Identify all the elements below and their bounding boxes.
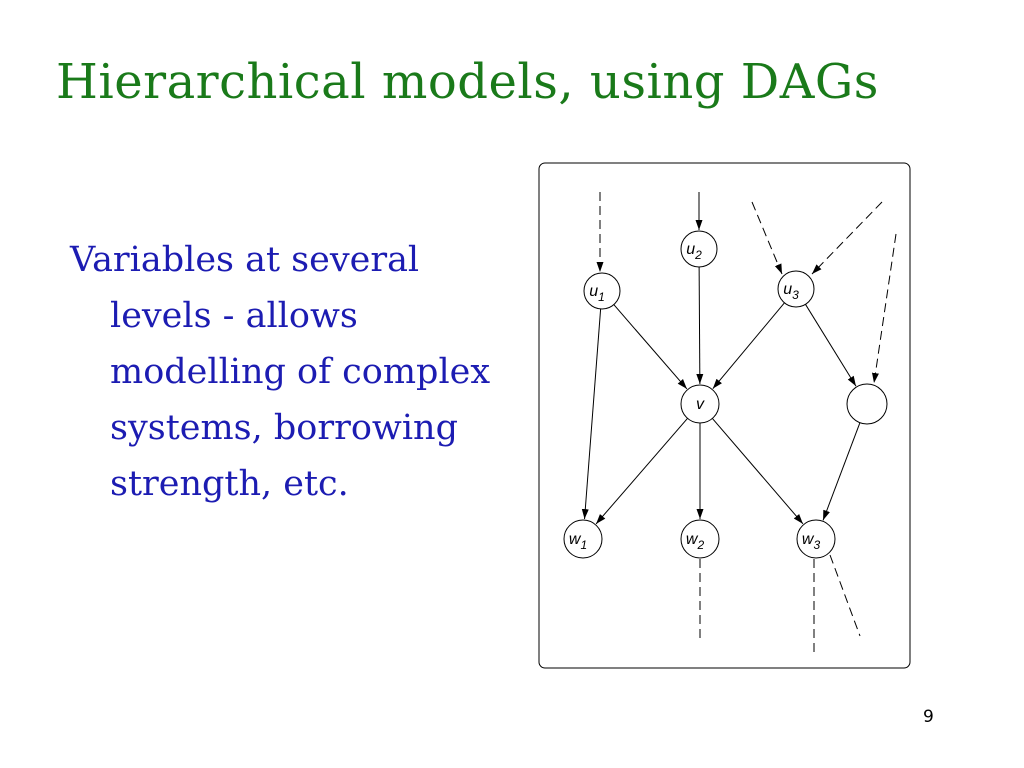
dashed-edges-layer [596, 192, 897, 652]
node-u3: u3 [777, 270, 815, 308]
node-u1: u1 [583, 272, 621, 310]
nodes-layer: u1 u2 u3 v w1 w2 w3 [563, 230, 888, 559]
node-circle [796, 519, 836, 559]
node-blank [846, 383, 888, 425]
node-w2: w2 [680, 519, 720, 559]
edge-v-w1 [595, 418, 688, 525]
node-v: v [680, 384, 720, 424]
edges-layer [581, 266, 861, 525]
node-circle [563, 519, 603, 559]
edge-u1-v [613, 304, 688, 390]
node-circle [583, 272, 621, 310]
edge-w3-out-diagonal [829, 554, 861, 637]
node-circle [777, 270, 815, 308]
dag-diagram: u1 u2 u3 v w1 w2 w3 [538, 162, 912, 670]
node-u2: u2 [680, 230, 718, 268]
edge-ext-right-to-u3 [811, 201, 883, 275]
node-w1: w1 [563, 519, 603, 559]
node-label: v [696, 396, 705, 413]
node-circle [680, 519, 720, 559]
body-text: Variables at several levels - allows mod… [70, 232, 520, 512]
edge-blank-w3 [822, 422, 861, 521]
edge-v-w3 [712, 418, 804, 525]
slide-title: Hierarchical models, using DAGs [56, 54, 879, 110]
edge-ext-to-blank [871, 233, 897, 384]
node-circle [846, 383, 888, 425]
node-w3: w3 [796, 519, 836, 559]
dag-svg: u1 u2 u3 v w1 w2 w3 [538, 162, 911, 669]
edge-ext-left-to-u3 [751, 201, 783, 275]
edge-u1-w1 [581, 308, 602, 520]
bullet-text: Variables at several levels - allows mod… [70, 240, 491, 504]
edge-u3-v [712, 302, 785, 389]
edge-u2-v [696, 266, 704, 385]
edge-u3-blank [805, 304, 857, 387]
node-circle [680, 230, 718, 268]
slide-number: 9 [923, 707, 934, 727]
node-circle [680, 384, 720, 424]
